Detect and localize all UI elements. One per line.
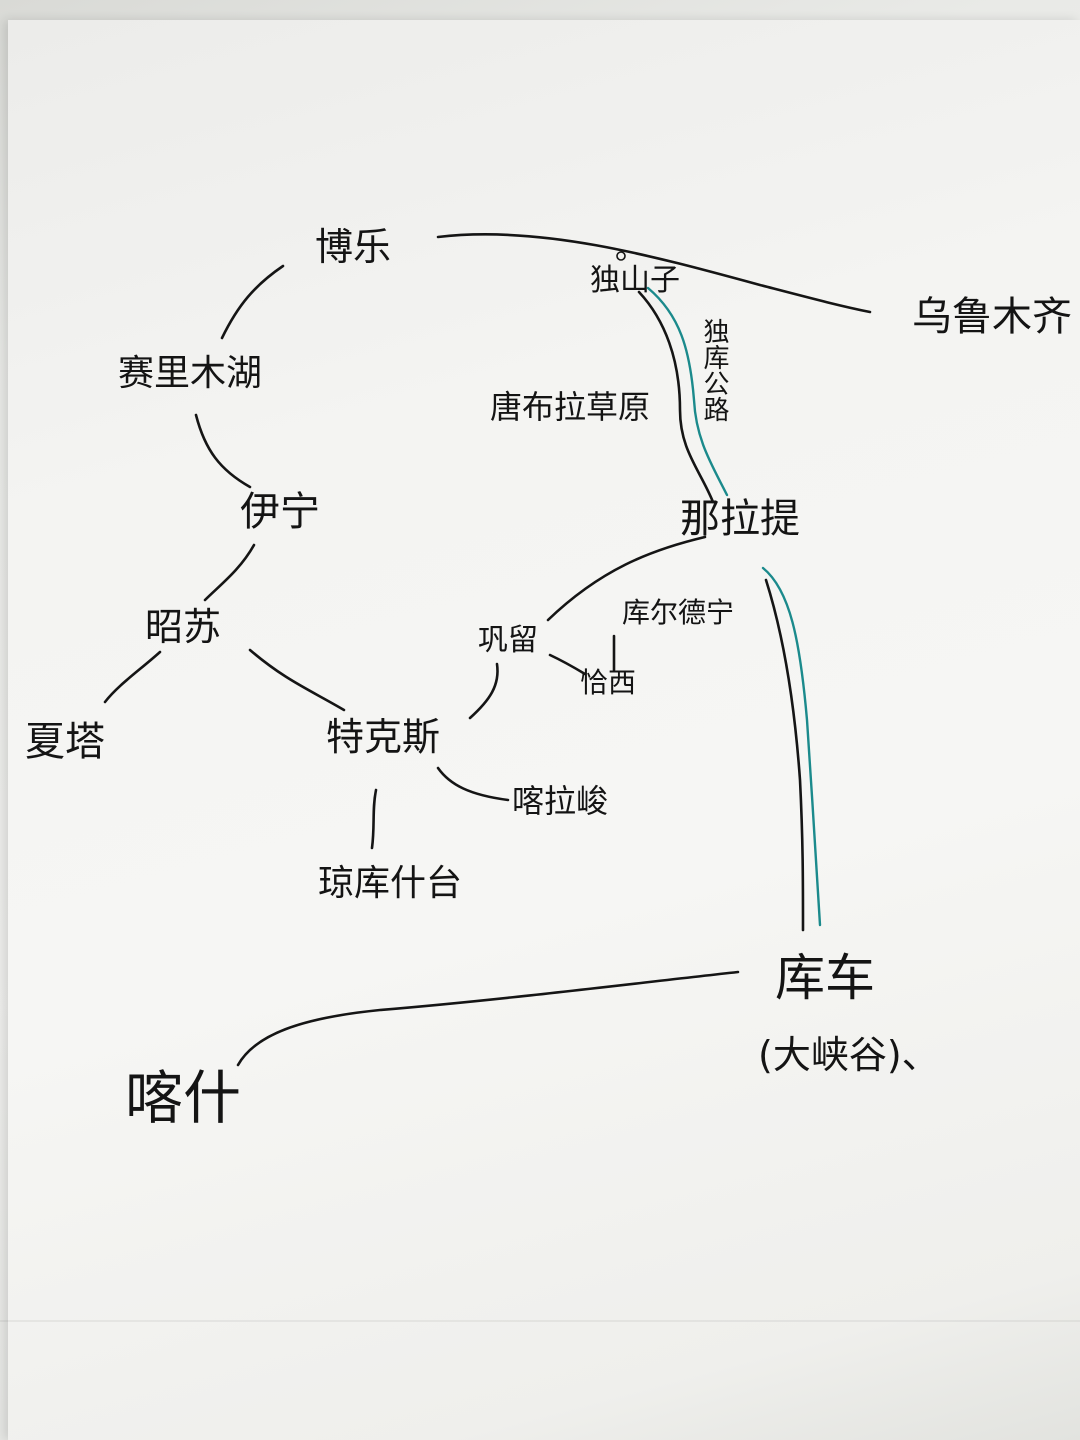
label-qiaxi: 恰西	[580, 666, 636, 699]
route-tekes-kalajun	[436, 766, 510, 802]
label-tekes: 特克斯	[326, 715, 440, 759]
route-lines	[103, 232, 872, 1067]
label-dushanzi: 独山子	[590, 263, 680, 298]
label-yining: 伊宁	[240, 489, 320, 535]
route-kuqa-kashgar	[236, 970, 740, 1067]
label-grand-canyon: (大峡谷)、	[758, 1033, 940, 1077]
label-kuerdening: 库尔德宁	[622, 596, 734, 629]
label-kashgar: 喀什	[125, 1064, 241, 1132]
label-sayram-lake: 赛里木湖	[118, 353, 262, 394]
duku-south-teal	[761, 566, 822, 927]
label-xiata: 夏塔	[25, 719, 105, 765]
route-yining-zhaosu	[203, 543, 256, 602]
label-kuqa: 库车	[775, 949, 875, 1007]
place-labels: 博乐 赛里木湖 伊宁 昭苏 夏塔 特克斯 琼库什台 喀拉峻 巩留 库尔德宁 恰西…	[25, 225, 1072, 1132]
route-bole-urumqi	[436, 232, 872, 314]
paper-sheet	[8, 20, 1080, 1440]
label-qiongkushitai: 琼库什台	[318, 863, 462, 904]
label-bole: 博乐	[315, 225, 391, 269]
route-gongliu-qiaxi	[548, 653, 587, 676]
duku-south-black	[764, 578, 805, 932]
route-sayram-yining	[194, 413, 252, 489]
label-tangbula: 唐布拉草原	[490, 388, 650, 426]
label-kalajun: 喀拉峻	[512, 782, 608, 820]
route-zhaosu-tekes	[248, 648, 346, 712]
duku-north-black	[637, 290, 715, 504]
route-gongliu-nalati	[546, 535, 707, 622]
route-zhaosu-xiata	[103, 650, 162, 704]
paper-fold-line	[0, 1320, 1080, 1322]
label-nalati: 那拉提	[680, 496, 800, 542]
duku-highway-lines	[637, 286, 822, 932]
label-duku-highway: 独库公路	[699, 318, 729, 422]
label-gongliu: 巩留	[478, 623, 538, 658]
label-urumqi: 乌鲁木齐	[912, 294, 1072, 340]
route-tekes-qiongku	[370, 788, 378, 850]
route-bole-sayram	[220, 264, 285, 340]
label-zhaosu: 昭苏	[145, 605, 221, 649]
route-tekes-gongliu	[468, 662, 499, 720]
dushanzi-marker-icon	[616, 251, 626, 261]
duku-north-teal	[646, 286, 729, 497]
